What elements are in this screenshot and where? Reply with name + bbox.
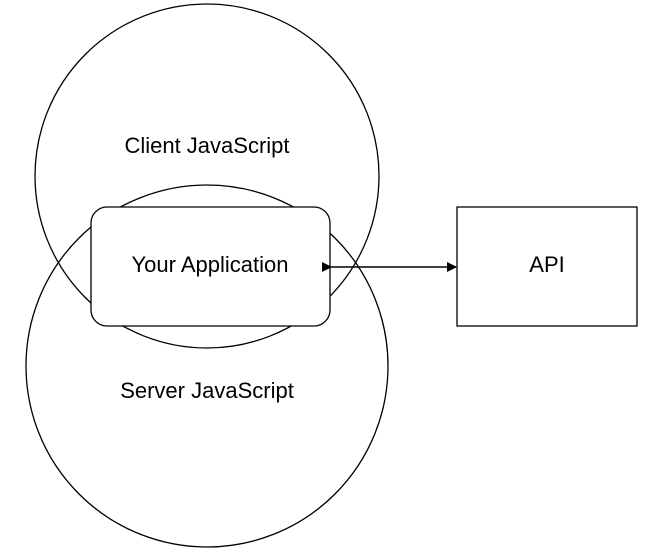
- client-javascript-circle: [34, 3, 380, 349]
- api-label: API: [529, 252, 564, 277]
- your-application-label: Your Application: [132, 252, 289, 277]
- server-javascript-circle: [25, 184, 389, 548]
- api-box: [456, 206, 638, 327]
- server-javascript-label: Server JavaScript: [120, 378, 294, 403]
- client-javascript-label: Client JavaScript: [124, 133, 289, 158]
